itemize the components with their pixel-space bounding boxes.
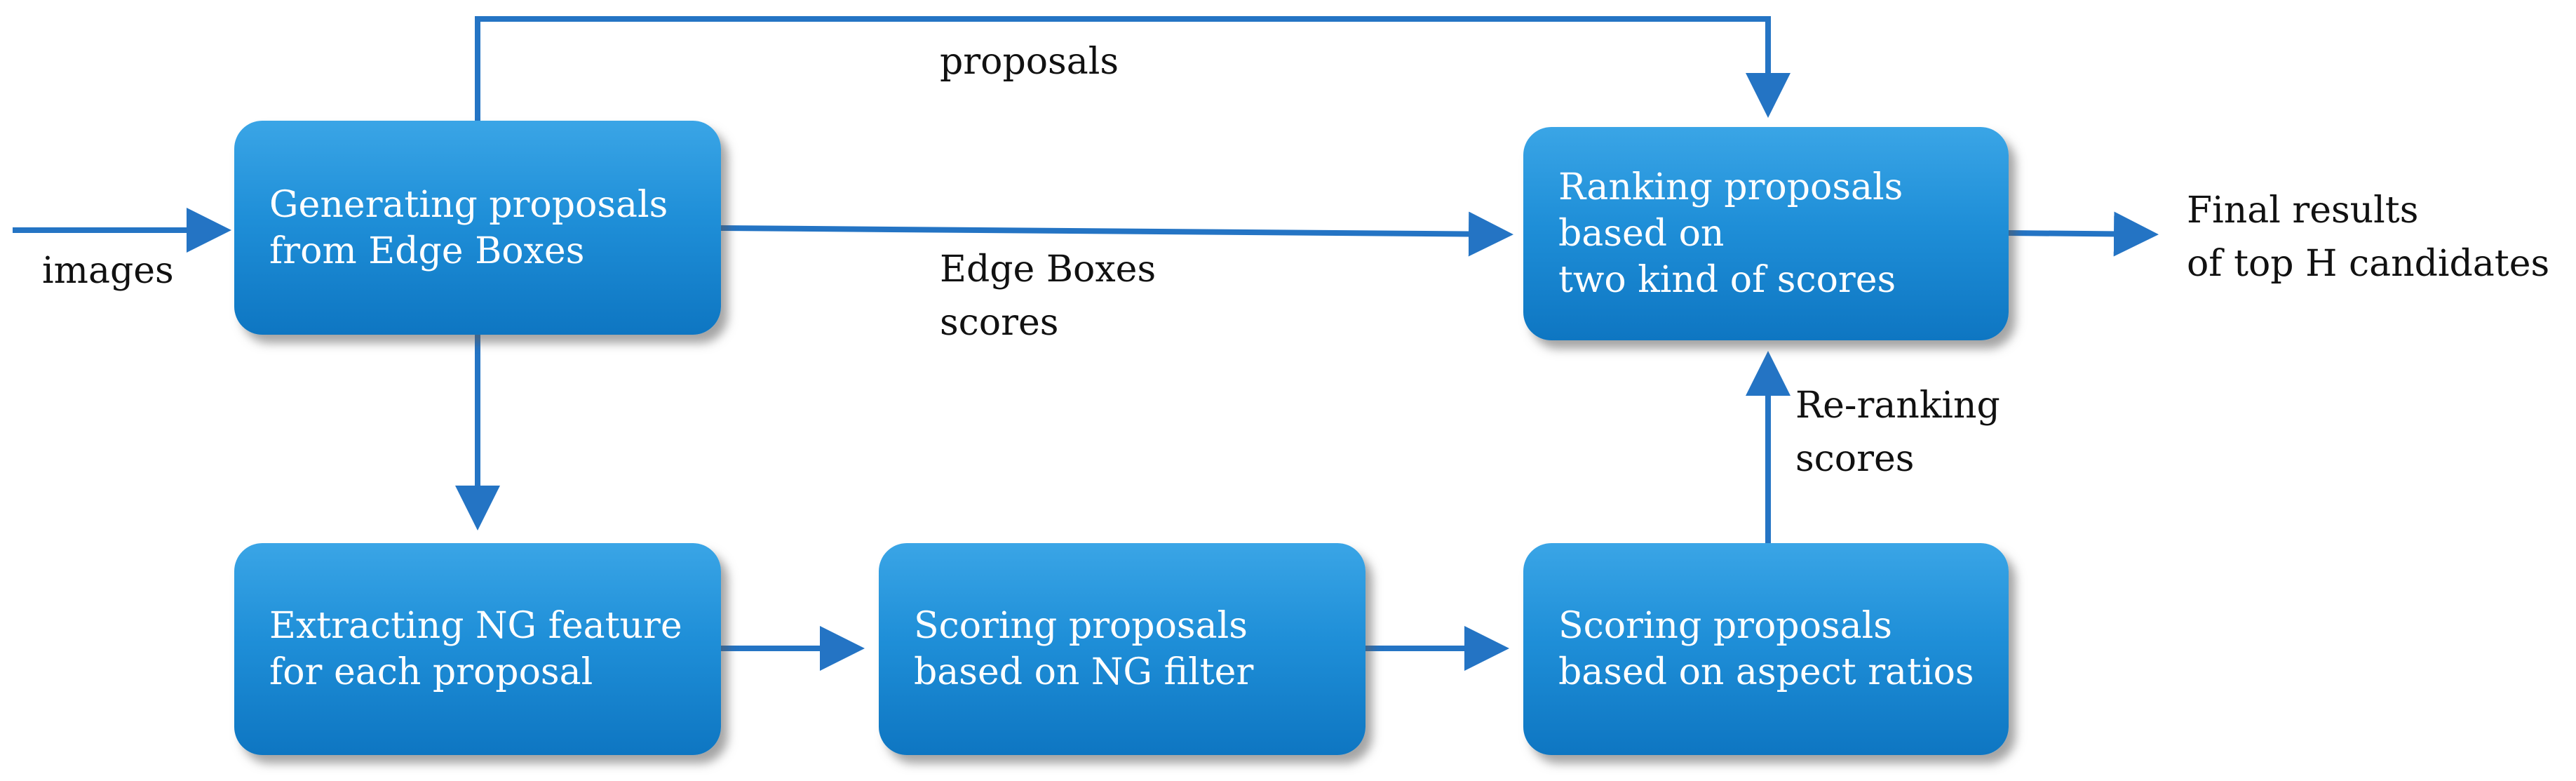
node-line: based on aspect ratios [1558,651,1974,693]
node-line: from Edge Boxes [269,229,585,272]
label-images: images [42,244,174,298]
arrow-edge-scores-to-rank [720,211,1513,257]
node-line: based on NG filter [914,651,1254,693]
node-line: Scoring proposals [914,605,1248,647]
label-images-text: images [42,250,174,292]
label-line: of top H candidates [2187,243,2550,285]
node-line: two kind of scores [1558,259,1896,301]
label-line: scores [940,302,1059,344]
label-edge-boxes-scores: Edge Boxes scores [940,243,1156,349]
label-line: Edge Boxes [940,248,1156,291]
node-line: for each proposal [269,651,593,693]
node-scoring-aspect-ratios: Scoring proposals based on aspect ratios [1523,543,2009,755]
label-proposals-text: proposals [940,41,1119,83]
node-generating-proposals: Generating proposals from Edge Boxes [234,121,721,335]
arrow-proposals-to-rank [475,16,1791,121]
label-proposals: proposals [940,35,1119,88]
node-scoring-ng-filter: Scoring proposals based on NG filter [879,543,1365,755]
label-reranking-scores: Re-ranking scores [1795,379,2000,486]
node-line: Scoring proposals [1558,605,1892,647]
arrow-rank-to-final [2008,211,2159,257]
node-line: based on [1558,213,1725,255]
node-line: Ranking proposals [1558,166,1903,208]
label-line: Re-ranking [1795,385,2000,427]
node-extracting-ng-feature: Extracting NG feature for each proposal [234,543,721,755]
label-line: Final results [2187,189,2419,232]
node-ranking-proposals: Ranking proposals based on two kind of s… [1523,127,2009,340]
label-line: scores [1795,438,1915,480]
node-line: Extracting NG feature [269,605,682,647]
label-final-results: Final results of top H candidates [2187,184,2549,291]
node-line: Generating proposals [269,183,668,226]
